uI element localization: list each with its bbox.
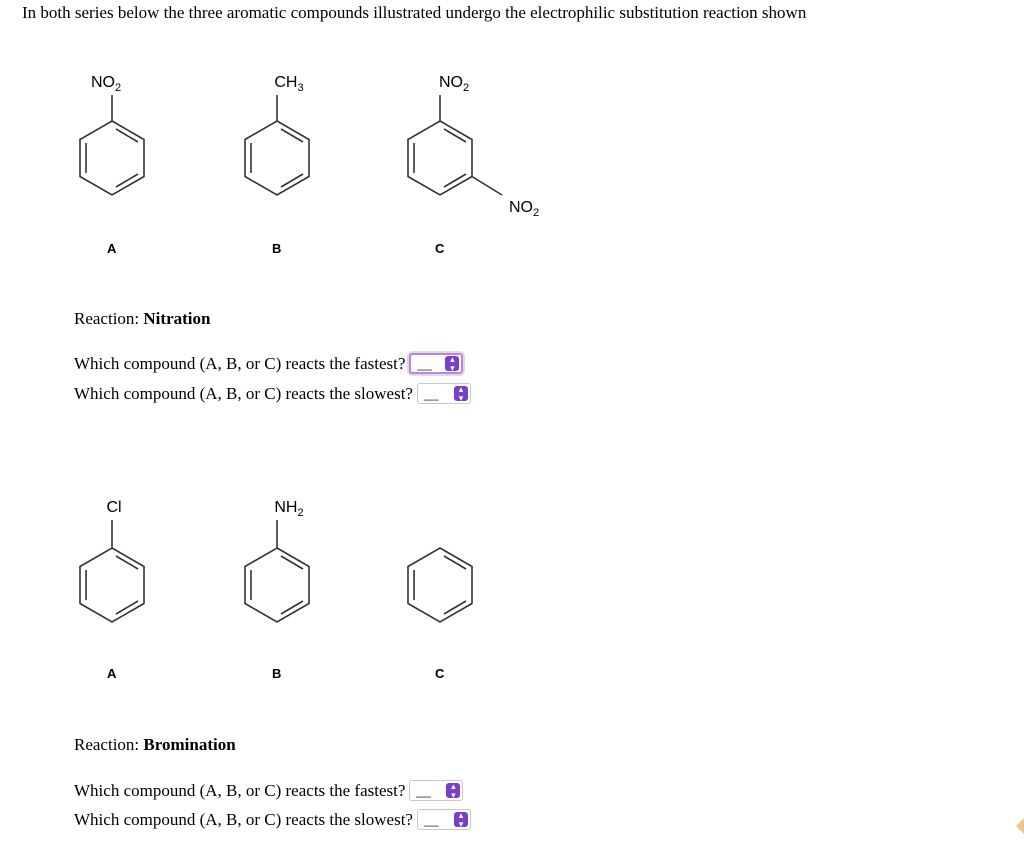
substituent-1c-meta: NO2: [509, 199, 539, 219]
select-2-slowest[interactable]: __ ▴▾: [416, 809, 471, 830]
reaction-1-name: Nitration: [143, 309, 211, 328]
compound-2c: [407, 547, 473, 623]
question-2-fastest: Which compound (A, B, or C) reacts the f…: [74, 780, 464, 801]
select-2-fastest-value: __: [416, 783, 431, 798]
question-1-fastest: Which compound (A, B, or C) reacts the f…: [74, 353, 464, 374]
compound-1a: NO2: [79, 74, 145, 196]
select-1-fastest[interactable]: __ ▴▾: [409, 353, 464, 374]
intro-text: In both series below the three aromatic …: [22, 3, 807, 22]
substituent-2a: Cl: [106, 499, 121, 516]
select-2-slowest-value: __: [423, 812, 439, 827]
label-1c: C: [435, 241, 445, 256]
scroll-edge-icon: [1016, 818, 1024, 834]
reaction-1: Reaction: Nitration: [74, 309, 210, 329]
substituent-1c-top: NO2: [439, 74, 469, 94]
question-1-fastest-text: Which compound (A, B, or C) reacts the f…: [74, 353, 406, 373]
reaction-1-prefix: Reaction:: [74, 309, 144, 328]
question-2-fastest-text: Which compound (A, B, or C) reacts the f…: [74, 780, 406, 800]
label-2b: B: [272, 666, 282, 681]
label-1a: A: [107, 241, 117, 256]
substituent-2b: NH2: [274, 499, 303, 519]
reaction-2-name: Bromination: [143, 735, 236, 754]
compound-1b: CH3: [244, 74, 310, 196]
select-1-fastest-value: __: [417, 356, 432, 371]
compound-2a: Cl: [79, 499, 145, 623]
compound-1c: NO2 NO2: [407, 74, 539, 219]
question-1-slowest-text: Which compound (A, B, or C) reacts the s…: [74, 383, 413, 403]
label-1b: B: [272, 241, 282, 256]
select-1-slowest-value: __: [423, 386, 439, 401]
question-1-slowest: Which compound (A, B, or C) reacts the s…: [74, 383, 471, 404]
label-2c: C: [435, 666, 445, 681]
select-1-slowest[interactable]: __ ▴▾: [416, 383, 471, 404]
substituent-1a: NO2: [91, 74, 121, 94]
up-down-chevron-icon: ▴▾: [453, 810, 468, 828]
reaction-2-prefix: Reaction:: [74, 735, 144, 754]
question-2-slowest-text: Which compound (A, B, or C) reacts the s…: [74, 809, 413, 829]
up-down-chevron-icon: ▴▾: [446, 781, 461, 799]
select-2-fastest[interactable]: __ ▴▾: [409, 780, 464, 801]
reaction-2: Reaction: Bromination: [74, 735, 236, 755]
up-down-chevron-icon: ▴▾: [453, 384, 468, 402]
question-2-slowest: Which compound (A, B, or C) reacts the s…: [74, 809, 471, 830]
substituent-1b: CH3: [274, 74, 303, 94]
label-2a: A: [107, 666, 117, 681]
up-down-chevron-icon: ▴▾: [445, 354, 460, 372]
compound-2b: NH2: [244, 499, 310, 623]
